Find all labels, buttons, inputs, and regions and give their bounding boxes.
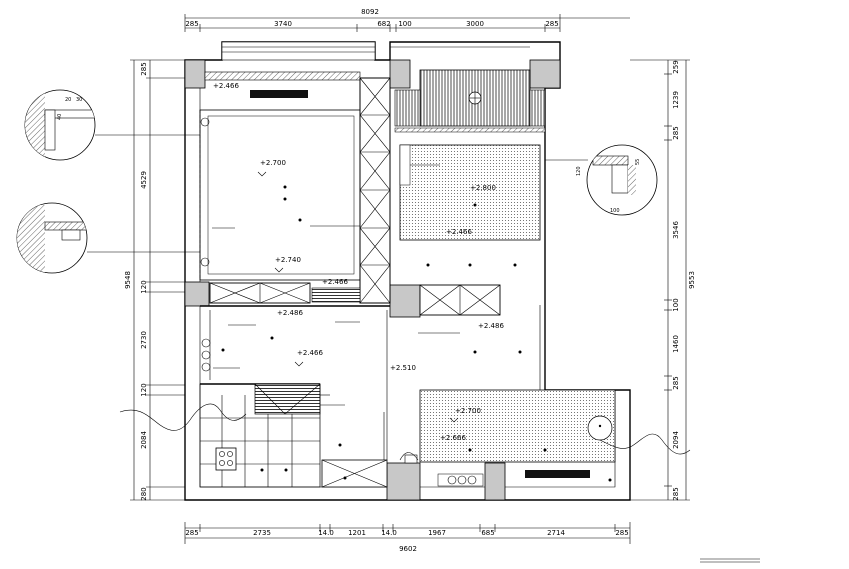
detail-callout-2 (16, 202, 200, 274)
column (184, 281, 210, 307)
entry-bath (321, 412, 419, 488)
right-total-dim: 9553 (688, 271, 696, 289)
bottom-dim-1: 285 (185, 529, 198, 537)
right-dim-5: 100 (672, 298, 680, 311)
detail1-dim-c: 40 (57, 114, 63, 120)
cabinet-row-right: +2.486 (418, 284, 504, 334)
level-entry: +2.510 (390, 364, 416, 372)
right-dim-9: 285 (672, 487, 680, 500)
bottom-dim-7: 685 (481, 529, 494, 537)
top-dimension-chain: 8092 285 3740 682 100 3000 285 (184, 8, 630, 32)
column (386, 462, 421, 501)
left-dimension-chain: 285 4529 120 2730 120 2084 280 9548 (124, 59, 185, 501)
detail3-dim-b: 55 (635, 159, 641, 165)
level-living-bottom: +2.666 (440, 434, 466, 442)
bottom-dim-2: 2735 (253, 529, 271, 537)
top-dim-5: 3000 (466, 20, 484, 28)
detail1-dim-b: 30 (76, 97, 82, 103)
column (184, 59, 206, 89)
kitchen (199, 383, 345, 488)
level-bedroom2-bottom: +2.466 (446, 228, 472, 236)
left-dim-1: 285 (140, 62, 148, 75)
second-bedroom: +2.800 +2.466 (399, 144, 546, 390)
left-dim-3: 120 (140, 280, 148, 293)
top-dim-1: 285 (185, 20, 198, 28)
detail3-dim-a: 120 (576, 166, 582, 176)
level-bedroom2-ceiling: +2.800 (470, 184, 496, 192)
left-dim-7: 280 (140, 487, 148, 500)
left-dim-6: 2084 (140, 431, 148, 449)
level-study: +2.466 (297, 349, 323, 357)
study-area: +2.486 +2.466 +2.510 (200, 305, 416, 460)
detail1-dim-a: 20 (65, 97, 71, 103)
level-bedroom-ceiling: +2.700 (260, 159, 286, 167)
level-dining: +2.486 (478, 322, 504, 330)
column (484, 462, 506, 501)
left-total-dim: 9548 (124, 271, 132, 289)
right-dim-4: 3546 (672, 221, 680, 239)
cabinet-row-left: +2.466 (209, 278, 361, 304)
round-table-icon (587, 415, 613, 441)
top-dim-6: 285 (545, 20, 558, 28)
bottom-dim-3: 14.0 (318, 529, 334, 537)
left-dim-2: 4529 (140, 171, 148, 189)
break-line (599, 433, 691, 455)
right-dim-3: 285 (672, 126, 680, 139)
top-dim-4: 100 (398, 20, 411, 28)
top-total-dim: 8092 (361, 8, 379, 16)
bottom-total-dim: 9602 (399, 545, 417, 553)
column (389, 59, 411, 89)
column (529, 59, 561, 89)
left-dim-5: 120 (140, 383, 148, 396)
break-line (119, 403, 247, 431)
level-living-ceiling: +2.700 (455, 407, 481, 415)
level-bedroom-top: +2.466 (213, 82, 239, 90)
wardrobe (359, 77, 391, 304)
right-dim-8: 2094 (672, 431, 680, 449)
detail-callout-1: 20 30 40 (24, 89, 200, 161)
bottom-dim-4: 1201 (348, 529, 366, 537)
top-dim-3: 682 (377, 20, 390, 28)
bottom-dimension-chain: 285 2735 14.0 1201 14.0 1967 685 2714 28… (184, 522, 631, 553)
level-corridor: +2.486 (277, 309, 303, 317)
ac-vent (525, 470, 590, 478)
bottom-dim-8: 2714 (547, 529, 565, 537)
column (389, 284, 421, 318)
detail-callout-3: 120 55 100 (545, 144, 658, 216)
living-lights (426, 263, 541, 390)
bottom-dim-9: 285 (615, 529, 628, 537)
level-hall: +2.466 (322, 278, 348, 286)
level-bedroom-bottom: +2.740 (275, 256, 301, 264)
master-bedroom: +2.466 +2.700 +2.740 (199, 71, 361, 281)
balcony (394, 69, 546, 133)
right-dim-1: 259 (672, 60, 680, 73)
right-dimension-chain: 259 1239 285 3546 100 1460 285 2094 285 … (630, 59, 696, 501)
left-dim-4: 2730 (140, 331, 148, 349)
detail3-dim-c: 100 (610, 208, 620, 214)
bottom-dim-6: 1967 (428, 529, 446, 537)
living-room: +2.700 +2.666 (419, 389, 616, 487)
ac-vent (250, 90, 308, 98)
right-dim-6: 1460 (672, 335, 680, 353)
stove-icon (215, 447, 237, 471)
top-dim-2: 3740 (274, 20, 292, 28)
right-dim-7: 285 (672, 376, 680, 389)
right-dim-2: 1239 (672, 91, 680, 109)
bottom-dim-5: 14.0 (381, 529, 397, 537)
